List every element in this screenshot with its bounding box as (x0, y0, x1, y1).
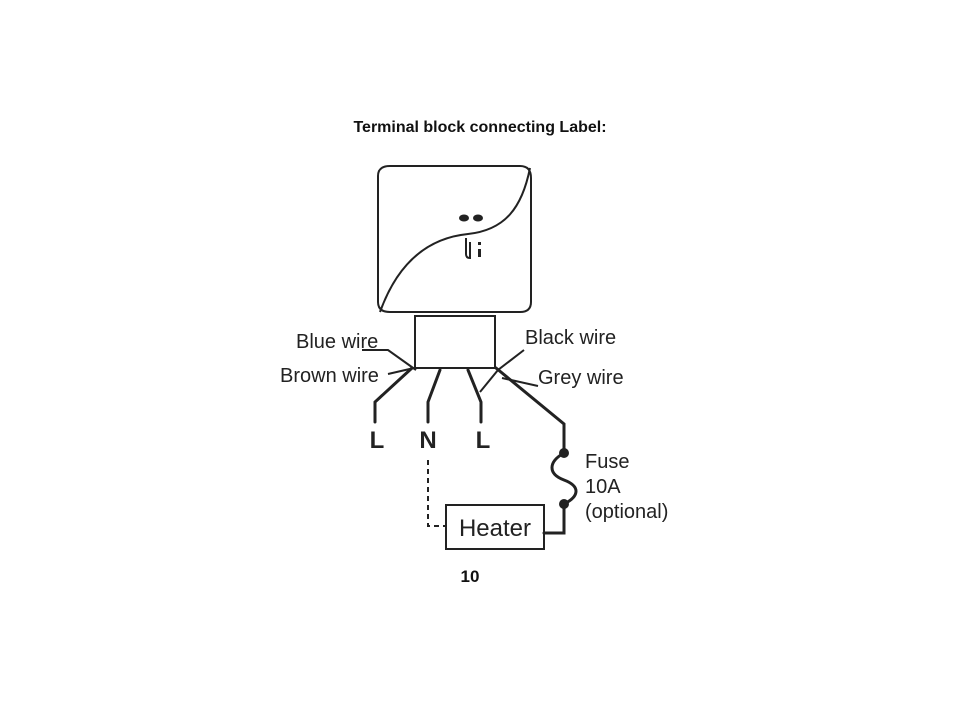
grey-wire-label: Grey wire (538, 367, 624, 389)
heater-box (445, 504, 545, 550)
neutral-dashed-line (427, 460, 446, 527)
page-number: 10 (461, 567, 480, 586)
terminal-l-left: L (370, 427, 385, 454)
brown-wire-label: Brown wire (280, 365, 379, 387)
fuse-optional-note: (optional) (585, 501, 668, 523)
blue-wire-label: Blue wire (296, 331, 378, 353)
fuse-rating: 10A (585, 476, 621, 498)
terminal-l-right: L (476, 427, 491, 454)
heater-label: Heater (459, 515, 531, 542)
black-wire-label: Black wire (525, 327, 616, 349)
brown-wire-line (373, 366, 415, 424)
grey-wire-line (494, 366, 566, 454)
blue-wire-line (362, 349, 442, 424)
sensor-dot-icon (473, 214, 483, 222)
fuse-symbol (542, 448, 578, 535)
terminal-block (414, 315, 496, 369)
thermostat-device (377, 165, 532, 313)
sensor-dot-icon (459, 214, 469, 222)
diagram-title: Terminal block connecting Label: (353, 119, 606, 136)
fuse-label: Fuse (585, 451, 629, 473)
terminal-n: N (419, 427, 436, 454)
